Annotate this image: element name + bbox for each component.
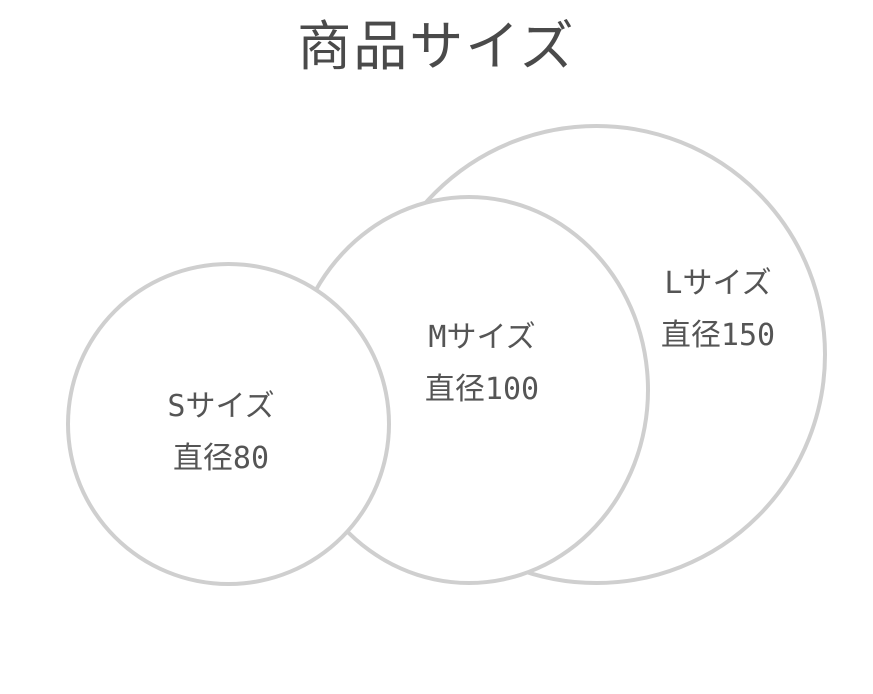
size-s-name: Sサイズ [167, 389, 275, 424]
size-m-label: Mサイズ 直径100 [382, 312, 582, 416]
size-s-label: Sサイズ 直径80 [121, 381, 321, 485]
page-title: 商品サイズ [297, 15, 576, 78]
size-s-diameter: 直径80 [172, 441, 270, 476]
size-l-label: Lサイズ 直径150 [618, 258, 818, 362]
size-s-circle [66, 262, 391, 586]
size-l-name: Lサイズ [664, 266, 772, 301]
size-m-diameter: 直径100 [424, 372, 540, 407]
size-m-name: Mサイズ [428, 320, 536, 355]
size-l-diameter: 直径150 [660, 318, 776, 353]
